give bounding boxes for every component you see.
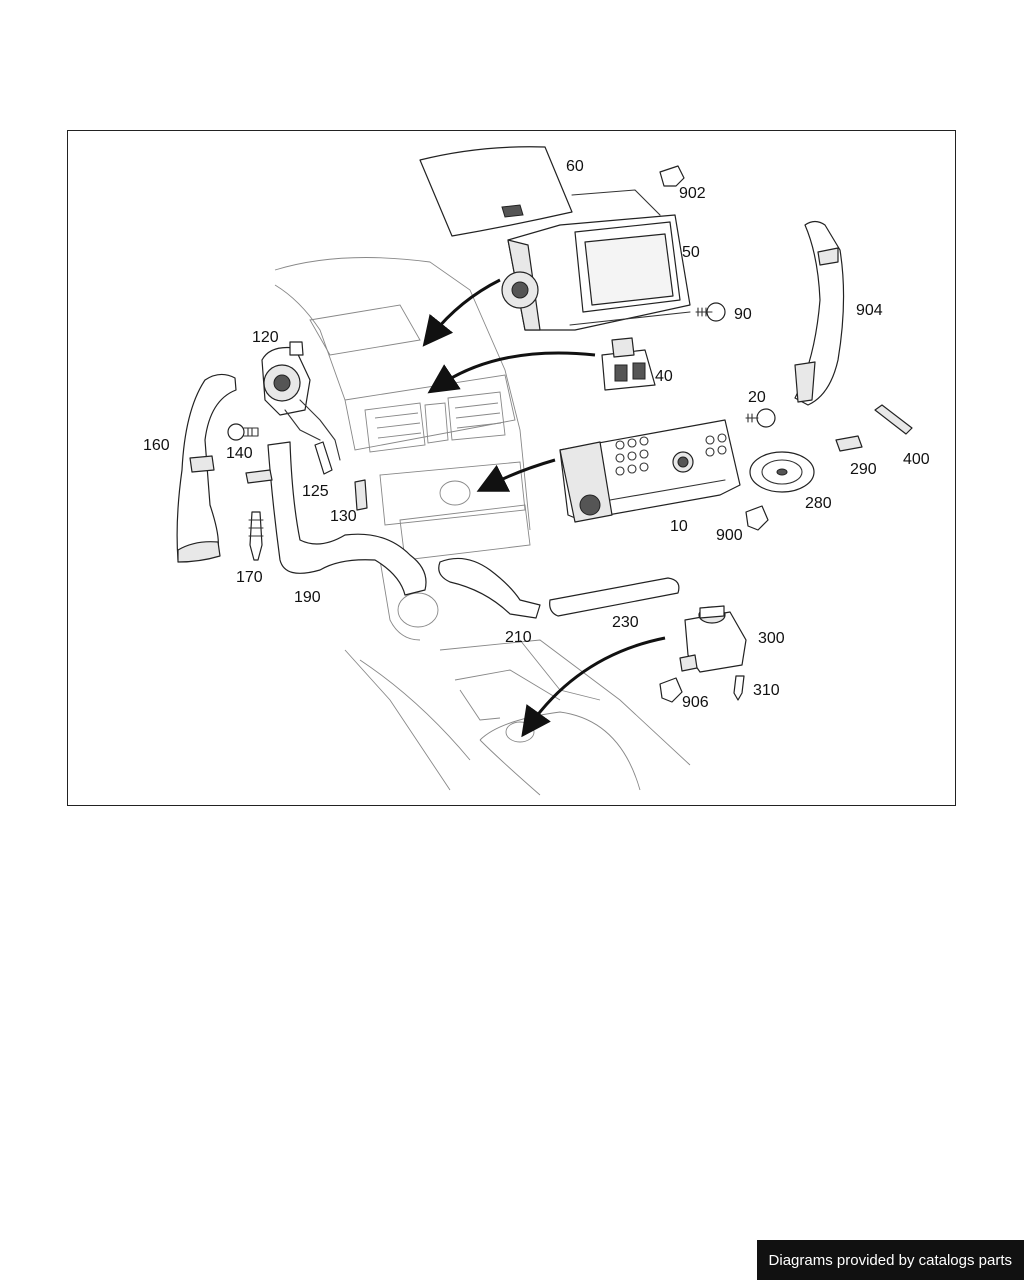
part-290-card	[835, 435, 863, 452]
part-130-clip	[354, 479, 368, 511]
part-20-screw	[745, 408, 776, 428]
part-310-screw	[733, 675, 745, 701]
label-60: 60	[566, 158, 584, 175]
label-120: 120	[252, 329, 279, 346]
footer-credit: Diagrams provided by catalogs parts	[756, 1240, 1024, 1280]
part-labels: 60 902 50 90 904 120 40 20 140 160 125 1…	[143, 158, 930, 711]
label-50: 50	[682, 244, 700, 261]
label-190: 190	[294, 589, 321, 606]
label-400: 400	[903, 451, 930, 468]
part-90-screw	[695, 302, 726, 322]
label-900: 900	[716, 527, 743, 544]
part-190-duct	[245, 441, 427, 596]
label-904: 904	[856, 302, 883, 319]
part-904-trim	[794, 220, 845, 406]
label-160: 160	[143, 437, 170, 454]
label-300: 300	[758, 630, 785, 647]
part-50-display	[501, 214, 691, 331]
part-230-trim	[549, 577, 680, 617]
label-902: 902	[679, 185, 706, 202]
part-902-clip	[659, 165, 685, 187]
label-210: 210	[505, 629, 532, 646]
label-906: 906	[682, 694, 709, 711]
part-170-pin	[248, 511, 264, 561]
part-300-controller	[679, 605, 747, 673]
label-290: 290	[850, 461, 877, 478]
dashboard-background	[274, 257, 691, 796]
part-400-card	[874, 404, 913, 435]
installation-arrows	[422, 278, 666, 738]
part-40-module	[601, 337, 656, 391]
part-280-disc	[749, 451, 815, 493]
part-160-duct	[176, 373, 237, 563]
part-125-bracket	[314, 441, 333, 475]
label-40: 40	[655, 368, 673, 385]
part-900-clip	[745, 505, 769, 531]
label-140: 140	[226, 445, 253, 462]
label-230: 230	[612, 614, 639, 631]
label-280: 280	[805, 495, 832, 512]
part-906-clip	[659, 677, 683, 703]
part-120-blower	[261, 341, 341, 461]
label-20: 20	[748, 389, 766, 406]
label-125: 125	[302, 483, 329, 500]
label-310: 310	[753, 682, 780, 699]
label-10: 10	[670, 518, 688, 535]
label-170: 170	[236, 569, 263, 586]
part-10-head-unit	[559, 419, 741, 523]
part-140-bolt	[227, 423, 259, 441]
part-60-cover	[419, 146, 661, 237]
part-210-duct	[438, 557, 541, 619]
label-90: 90	[734, 306, 752, 323]
label-130: 130	[330, 508, 357, 525]
